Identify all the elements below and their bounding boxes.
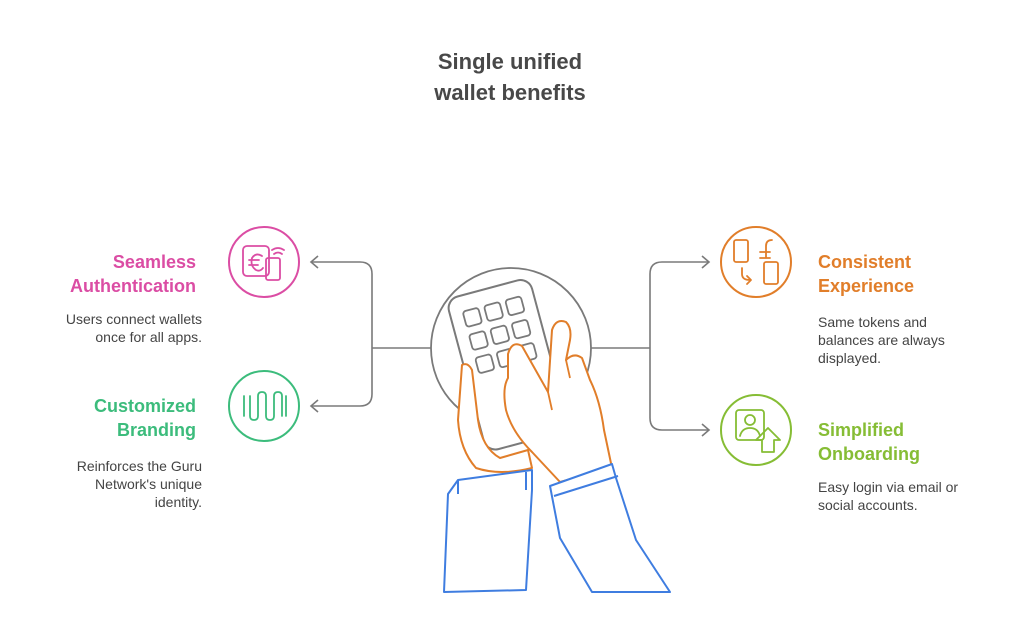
connector-left: [312, 261, 432, 407]
simplified-onboarding-heading: Simplified Onboarding: [818, 418, 1008, 466]
description-line: social accounts.: [818, 497, 918, 513]
title-line-1: Single unified: [437, 49, 583, 74]
heading-line: Branding: [117, 420, 196, 440]
description-line: Easy login via email or: [818, 479, 959, 495]
heading-line: Consistent: [818, 252, 912, 272]
description-line: once for all apps.: [95, 329, 202, 345]
seamless-authentication-heading: Seamless Authentication: [0, 250, 196, 298]
customized-branding-heading: Customized Branding: [0, 394, 196, 442]
description-line: identity.: [154, 494, 202, 510]
connector-lines: [309, 255, 711, 437]
description-line: Reinforces the Guru: [76, 458, 202, 474]
description-line: Same tokens and: [818, 314, 927, 330]
connector-right: [590, 261, 708, 431]
hand-tapping-phone-icon: [430, 267, 671, 593]
diagram-title: Single unified wallet benefits: [360, 46, 660, 108]
heading-line: Experience: [818, 276, 915, 296]
arrow-head-branding: [309, 399, 319, 413]
description-line: Network's unique: [95, 476, 202, 492]
user-upload-icon: [720, 394, 792, 466]
heading-line: Authentication: [70, 276, 196, 296]
wallet-payment-icon: [228, 226, 300, 298]
description-line: displayed.: [818, 350, 882, 366]
title-line-2: wallet benefits: [434, 80, 586, 105]
description-line: Users connect wallets: [65, 311, 202, 327]
consistent-experience-heading: Consistent Experience: [818, 250, 1008, 298]
wave-pattern-icon: [228, 370, 300, 442]
arrow-head-seamless: [309, 255, 319, 269]
simplified-onboarding-description: Easy login via email or social accounts.: [818, 478, 1008, 514]
heading-line: Simplified: [818, 420, 905, 440]
consistent-experience-description: Same tokens and balances are always disp…: [818, 313, 1008, 367]
heading-line: Customized: [93, 396, 196, 416]
arrow-head-consistent: [701, 255, 711, 269]
customized-branding-description: Reinforces the Guru Network's unique ide…: [0, 457, 202, 511]
arrow-head-onboarding: [701, 423, 711, 437]
heading-line: Seamless: [112, 252, 196, 272]
heading-line: Onboarding: [818, 444, 920, 464]
seamless-authentication-description: Users connect wallets once for all apps.: [0, 310, 202, 346]
phone-exchange-icon: [720, 226, 792, 298]
description-line: balances are always: [818, 332, 945, 348]
